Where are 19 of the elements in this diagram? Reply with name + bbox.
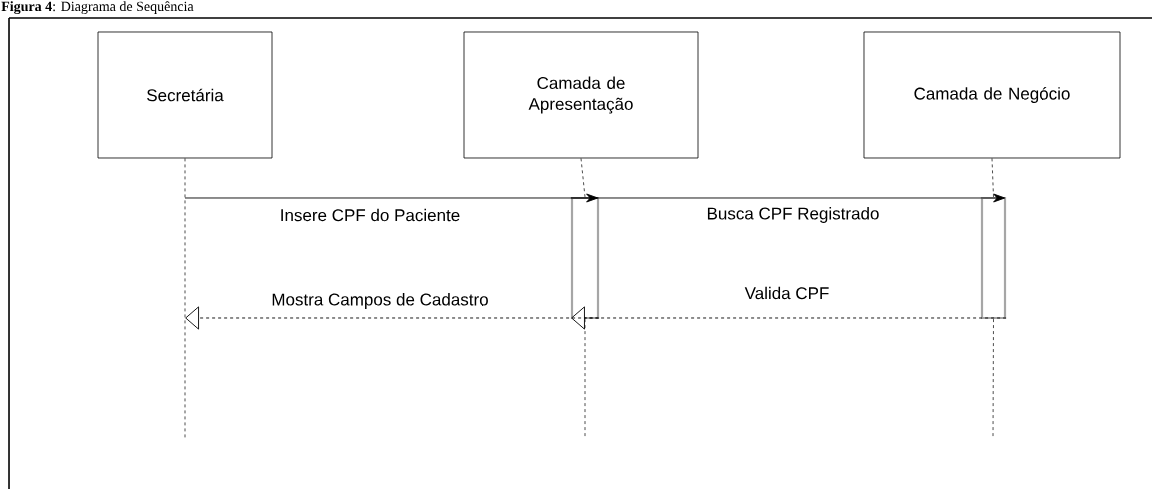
lifeline-box: Camada de Negócio (863, 31, 1121, 159)
figure-title: Figura 4: Diagrama de Sequência (1, 1, 194, 15)
activation-bar (980, 196, 1007, 320)
message-label: Valida CPF (744, 286, 829, 300)
message-arrow (185, 306, 600, 330)
lifeline (580, 158, 586, 198)
lifeline (992, 318, 994, 439)
message-arrow (184, 193, 599, 203)
lifeline (991, 158, 994, 198)
message-label: Insere CPF do Paciente (281, 208, 460, 222)
activation-bar (570, 196, 600, 320)
message-arrow (570, 193, 1006, 203)
message-label: Busca CPF Registrado (707, 207, 879, 223)
lifeline (184, 158, 186, 439)
message-label: Mostra Campos de Cadastro (272, 293, 488, 309)
lifeline (584, 318, 586, 439)
lifeline-box: Secretária (97, 31, 273, 159)
message-arrow (571, 306, 1007, 330)
lifeline-box: Camada de Apresentação (463, 31, 699, 159)
